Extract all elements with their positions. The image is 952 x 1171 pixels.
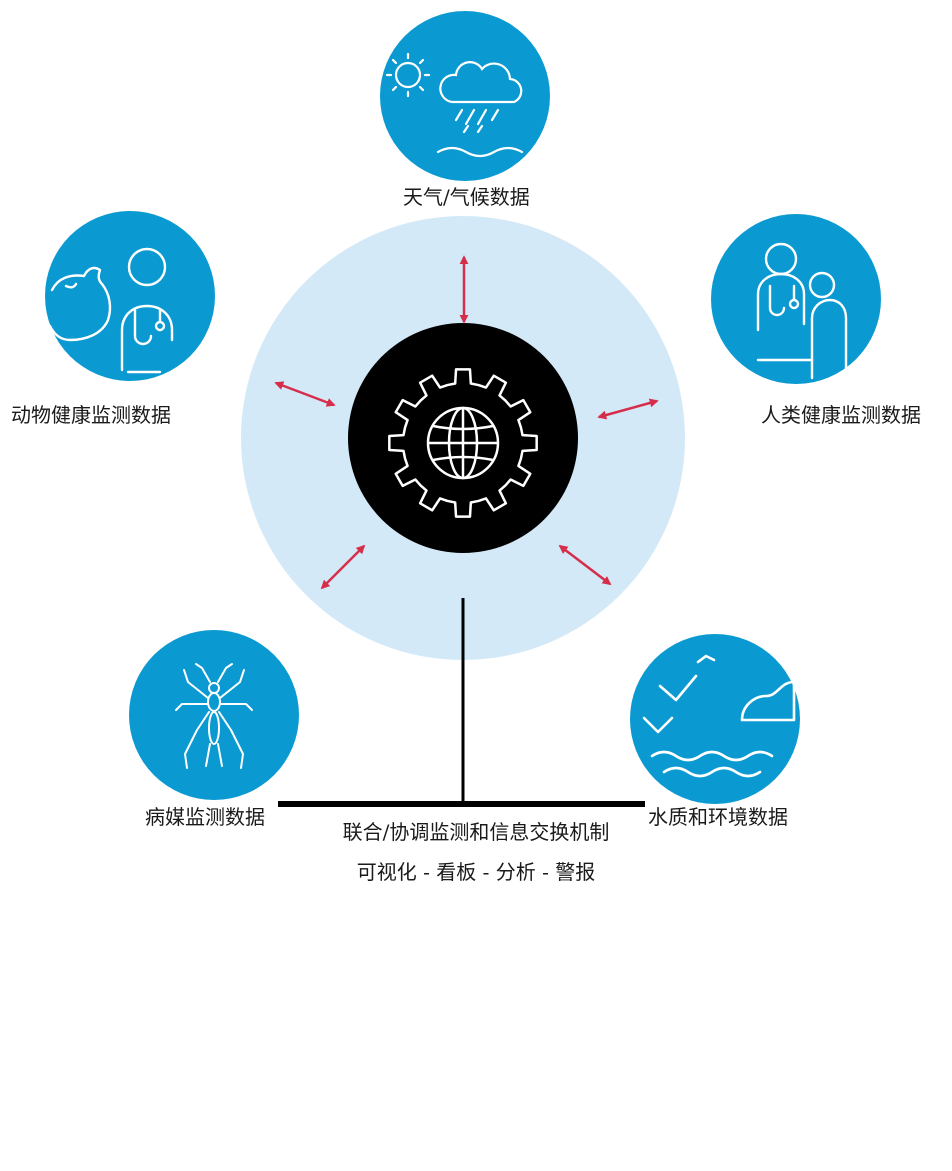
arrow-human	[597, 398, 659, 420]
mosquito-icon	[175, 663, 253, 769]
arrows	[274, 255, 659, 590]
vector-label: 病媒监测数据	[145, 805, 265, 829]
mechanism-title: 联合/协调监测和信息交换机制	[342, 820, 610, 844]
weather-node	[380, 11, 550, 181]
animal-label: 动物健康监测数据	[11, 403, 171, 427]
human-label: 人类健康监测数据	[761, 403, 921, 427]
vector-node	[129, 630, 299, 800]
water-label: 水质和环境数据	[648, 805, 788, 829]
water-node	[630, 634, 800, 804]
animal-node	[45, 211, 215, 381]
arrow-water	[558, 544, 612, 586]
sun-cloud-rain-icon	[385, 52, 524, 158]
gear-globe-icon	[388, 368, 538, 518]
weather-label: 天气/气候数据	[403, 185, 530, 209]
arrow-animal	[274, 381, 336, 407]
animal-doctor-icon	[48, 247, 174, 374]
water-birds-icon	[642, 654, 796, 778]
doctor-patient-icon	[756, 242, 848, 380]
arrow-vector	[320, 544, 366, 590]
human-node	[711, 214, 881, 384]
mechanism-subtitle: 可视化 - 看板 - 分析 - 警报	[356, 860, 596, 884]
